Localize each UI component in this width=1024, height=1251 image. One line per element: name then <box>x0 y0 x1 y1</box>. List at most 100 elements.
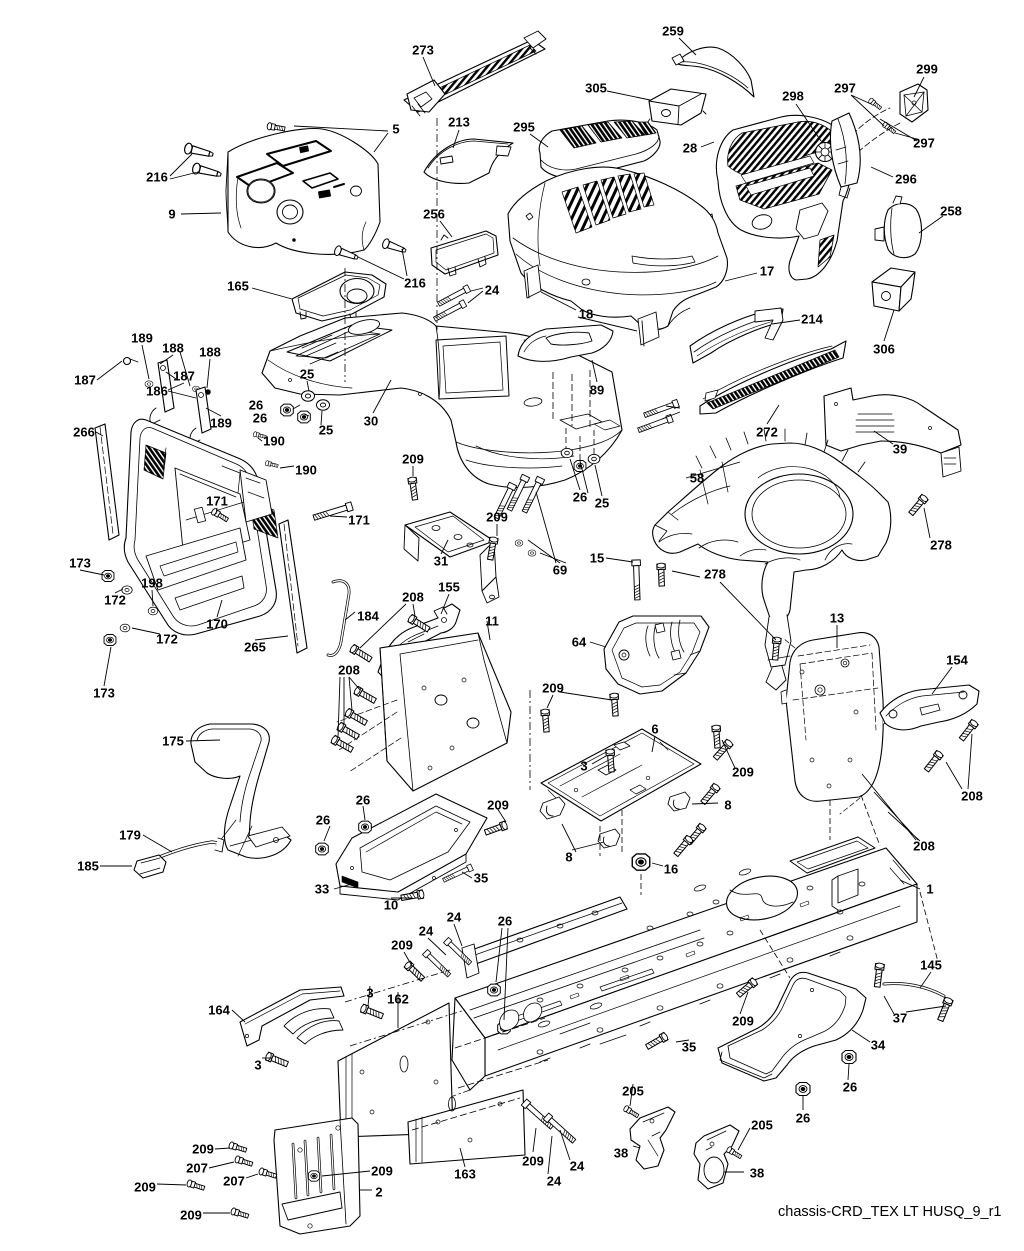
svg-text:209: 209 <box>371 1164 393 1179</box>
svg-text:26: 26 <box>356 793 370 808</box>
svg-text:8: 8 <box>724 798 731 813</box>
svg-text:33: 33 <box>315 882 329 897</box>
svg-text:186: 186 <box>146 384 168 399</box>
svg-text:10: 10 <box>384 898 398 913</box>
svg-text:26: 26 <box>498 914 512 929</box>
svg-text:209: 209 <box>522 1154 544 1169</box>
svg-text:39: 39 <box>893 442 907 457</box>
svg-text:31: 31 <box>434 554 448 569</box>
svg-text:259: 259 <box>662 24 684 39</box>
svg-text:89: 89 <box>590 383 604 398</box>
svg-text:24: 24 <box>547 1174 562 1189</box>
svg-text:209: 209 <box>542 681 564 696</box>
svg-text:26: 26 <box>573 490 587 505</box>
svg-text:188: 188 <box>199 345 221 360</box>
svg-text:187: 187 <box>173 369 195 384</box>
svg-text:24: 24 <box>447 910 462 925</box>
svg-text:18: 18 <box>579 307 593 322</box>
svg-text:296: 296 <box>895 172 917 187</box>
svg-text:17: 17 <box>760 264 774 279</box>
svg-text:2: 2 <box>375 1185 382 1200</box>
svg-text:216: 216 <box>146 170 168 185</box>
svg-text:273: 273 <box>412 43 434 58</box>
svg-text:15: 15 <box>590 551 604 566</box>
svg-text:295: 295 <box>513 120 535 135</box>
svg-text:272: 272 <box>756 425 778 440</box>
svg-text:34: 34 <box>871 1038 886 1053</box>
svg-text:190: 190 <box>295 463 317 478</box>
svg-text:1: 1 <box>926 882 933 897</box>
svg-text:198: 198 <box>141 576 163 591</box>
svg-text:258: 258 <box>940 204 962 219</box>
svg-text:11: 11 <box>485 614 499 629</box>
svg-text:13: 13 <box>830 611 844 626</box>
svg-text:16: 16 <box>664 862 678 877</box>
svg-text:3: 3 <box>366 986 373 1001</box>
svg-text:208: 208 <box>402 590 424 605</box>
svg-text:306: 306 <box>873 342 895 357</box>
svg-text:170: 170 <box>206 617 228 632</box>
svg-text:297: 297 <box>834 81 856 96</box>
svg-text:305: 305 <box>585 81 607 96</box>
svg-text:188: 188 <box>162 341 184 356</box>
svg-text:209: 209 <box>487 798 509 813</box>
svg-text:26: 26 <box>249 398 263 413</box>
svg-text:26: 26 <box>796 1111 810 1126</box>
svg-text:297: 297 <box>913 136 935 151</box>
svg-text:187: 187 <box>74 373 96 388</box>
svg-text:9: 9 <box>168 207 175 222</box>
svg-text:298: 298 <box>782 89 804 104</box>
svg-text:209: 209 <box>732 765 754 780</box>
svg-text:25: 25 <box>595 496 609 511</box>
svg-text:3: 3 <box>580 759 587 774</box>
svg-text:38: 38 <box>614 1146 628 1161</box>
svg-text:37: 37 <box>893 1011 907 1026</box>
svg-text:256: 256 <box>423 207 445 222</box>
svg-text:172: 172 <box>104 593 126 608</box>
svg-text:216: 216 <box>404 276 426 291</box>
svg-text:chassis-CRD_TEX LT HUSQ_9_r1: chassis-CRD_TEX LT HUSQ_9_r1 <box>778 1204 1001 1220</box>
svg-text:266: 266 <box>73 425 95 440</box>
svg-text:165: 165 <box>227 279 249 294</box>
svg-text:35: 35 <box>474 871 488 886</box>
svg-text:26: 26 <box>253 411 267 426</box>
svg-text:209: 209 <box>391 938 413 953</box>
svg-text:162: 162 <box>387 992 409 1007</box>
svg-text:208: 208 <box>338 663 360 678</box>
svg-text:209: 209 <box>402 452 424 467</box>
svg-text:172: 172 <box>156 632 178 647</box>
svg-text:209: 209 <box>192 1142 214 1157</box>
svg-text:184: 184 <box>357 609 379 624</box>
svg-text:208: 208 <box>913 839 935 854</box>
svg-text:278: 278 <box>704 567 726 582</box>
svg-text:179: 179 <box>119 828 141 843</box>
svg-text:175: 175 <box>162 734 184 749</box>
svg-text:164: 164 <box>208 1003 230 1018</box>
svg-text:24: 24 <box>570 1159 585 1174</box>
svg-text:190: 190 <box>263 434 285 449</box>
svg-text:299: 299 <box>916 62 938 77</box>
svg-text:25: 25 <box>300 367 314 382</box>
svg-text:278: 278 <box>930 538 952 553</box>
svg-text:6: 6 <box>651 722 658 737</box>
svg-text:3: 3 <box>254 1058 261 1073</box>
svg-text:173: 173 <box>93 686 115 701</box>
svg-text:25: 25 <box>319 423 333 438</box>
svg-text:173: 173 <box>69 556 91 571</box>
svg-text:69: 69 <box>553 563 567 578</box>
svg-text:207: 207 <box>223 1174 245 1189</box>
svg-text:64: 64 <box>572 635 587 650</box>
svg-text:24: 24 <box>419 924 434 939</box>
svg-text:209: 209 <box>180 1208 202 1223</box>
svg-text:154: 154 <box>946 653 968 668</box>
svg-text:205: 205 <box>751 1118 773 1133</box>
svg-text:209: 209 <box>732 1014 754 1029</box>
svg-text:26: 26 <box>843 1080 857 1095</box>
svg-text:185: 185 <box>77 859 99 874</box>
svg-text:28: 28 <box>683 141 697 156</box>
svg-text:30: 30 <box>364 414 378 429</box>
svg-text:265: 265 <box>244 640 266 655</box>
svg-text:213: 213 <box>448 115 470 130</box>
svg-text:171: 171 <box>348 513 370 528</box>
svg-text:8: 8 <box>565 850 572 865</box>
